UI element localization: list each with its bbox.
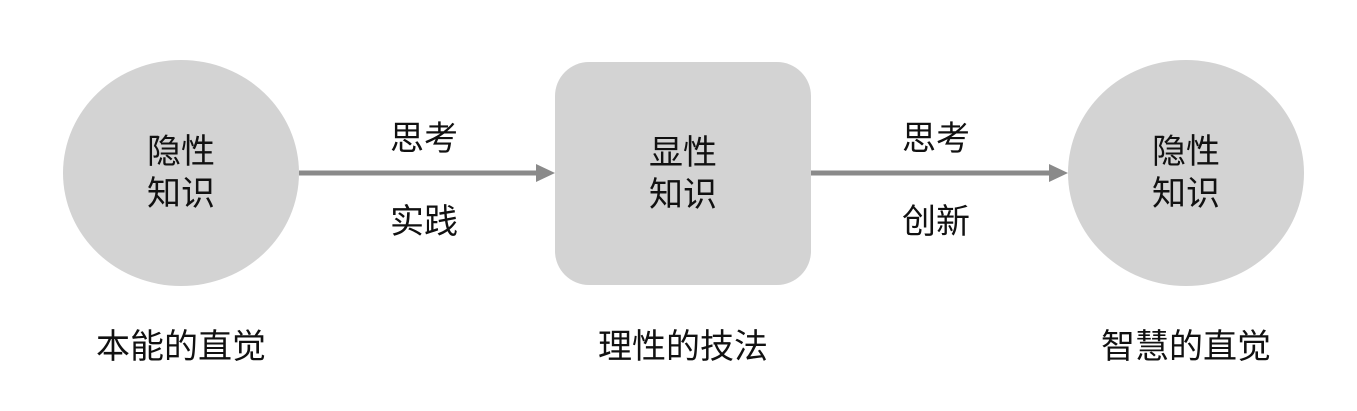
node-right-label: 隐性 知识: [1152, 132, 1220, 214]
edge2-top-label: 思考: [902, 119, 970, 159]
edge1-top-label: 思考: [390, 119, 458, 159]
caption-middle: 理性的技法: [598, 327, 768, 367]
edge2-bottom-label: 创新: [902, 202, 970, 242]
caption-left: 本能的直觉: [96, 327, 266, 367]
tacit-knowledge-node-right: 隐性 知识: [1068, 60, 1304, 286]
node-middle-label: 显性 知识: [649, 132, 717, 215]
tacit-knowledge-node-left: 隐性 知识: [63, 60, 299, 286]
arrow-left-to-middle: [299, 164, 555, 182]
edge1-bottom-label: 实践: [390, 202, 458, 242]
arrow-middle-to-right: [811, 164, 1068, 182]
explicit-knowledge-node: 显性 知识: [555, 62, 811, 285]
caption-right: 智慧的直觉: [1101, 327, 1271, 367]
node-left-label: 隐性 知识: [147, 132, 215, 214]
